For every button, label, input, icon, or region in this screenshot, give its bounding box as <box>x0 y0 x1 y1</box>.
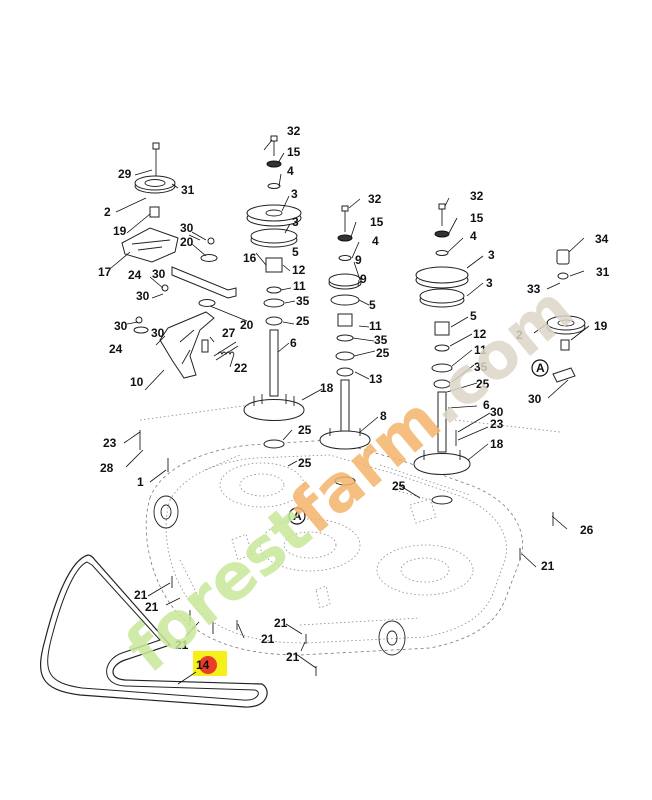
callout-19b: 19 <box>594 319 608 333</box>
callout-3b: 3 <box>292 215 299 229</box>
callout-30e: 30 <box>151 326 165 340</box>
callout-25d: 25 <box>298 456 312 470</box>
callout-15b: 15 <box>370 215 384 229</box>
callout-34: 34 <box>595 232 609 246</box>
callout-18a: 18 <box>320 381 334 395</box>
callout-8: 8 <box>380 409 387 423</box>
callout-11b: 11 <box>369 319 382 333</box>
callout-11c: 11 <box>474 343 487 357</box>
callout-2a: 2 <box>104 205 111 219</box>
callout-9a: 9 <box>355 253 362 267</box>
spindle-center <box>319 205 371 486</box>
callout-6a: 6 <box>290 336 297 350</box>
callout-24a: 24 <box>128 268 142 282</box>
view-marker-a <box>288 359 549 525</box>
callout-21c: 21 <box>145 600 159 614</box>
callout-13: 13 <box>369 372 383 386</box>
callout-12b: 12 <box>473 327 487 341</box>
callout-21b: 21 <box>134 588 148 602</box>
callout-29: 29 <box>118 167 132 181</box>
callout-5b: 5 <box>369 298 376 312</box>
callout-25b: 25 <box>376 346 390 360</box>
deck-wheel-right <box>378 620 406 656</box>
drive-belt <box>39 554 268 708</box>
callout-22: 22 <box>234 361 248 375</box>
callout-25c: 25 <box>298 423 312 437</box>
callout-31a: 31 <box>181 183 195 197</box>
callout-21g: 21 <box>286 650 300 664</box>
callout-26: 26 <box>580 523 594 537</box>
spindle-left <box>243 135 305 449</box>
callout-32a: 32 <box>287 124 301 138</box>
callout-21e: 21 <box>261 632 275 646</box>
callout-20b: 20 <box>240 318 254 332</box>
deck-bolts <box>139 404 561 676</box>
callout-25e: 25 <box>476 377 490 391</box>
leader-lines <box>110 139 590 669</box>
callout-5c: 5 <box>470 309 477 323</box>
callout-27: 27 <box>222 326 236 340</box>
callout-24b: 24 <box>109 342 123 356</box>
callout-3c: 3 <box>488 248 495 262</box>
spindle-right <box>413 203 471 505</box>
callout-3a: 3 <box>291 187 298 201</box>
callout-20a: 20 <box>180 235 194 249</box>
idler-assembly <box>121 142 239 379</box>
mower-deck <box>145 439 523 656</box>
callout-30b: 30 <box>152 267 166 281</box>
callout-21d: 21 <box>175 638 189 652</box>
callout-11a: 11 <box>293 279 306 293</box>
deck-wheel-left <box>153 495 179 529</box>
callout-30d: 30 <box>114 319 128 333</box>
callout-30a: 30 <box>180 221 194 235</box>
callout-16: 16 <box>243 251 257 265</box>
right-pulley-assembly <box>546 249 586 383</box>
callout-9b: 9 <box>360 272 367 286</box>
callout-30c: 30 <box>136 289 150 303</box>
callout-15a: 15 <box>287 145 301 159</box>
callout-28: 28 <box>100 461 114 475</box>
callout-6b: 6 <box>483 398 490 412</box>
callout-25a: 25 <box>296 314 310 328</box>
callout-12a: 12 <box>292 263 306 277</box>
callout-21f: 21 <box>274 616 288 630</box>
callout-35b: 35 <box>374 333 388 347</box>
callout-15c: 15 <box>470 211 484 225</box>
callout-35a: 35 <box>296 294 310 308</box>
callout-4c: 4 <box>470 229 477 243</box>
callout-A2: A <box>293 509 302 523</box>
callout-10: 10 <box>130 375 144 389</box>
callout-32b: 32 <box>368 192 382 206</box>
callout-18b: 18 <box>490 437 504 451</box>
callout-23b: 23 <box>103 436 117 450</box>
callout-A1: A <box>536 361 545 375</box>
callout-4b: 4 <box>372 234 379 248</box>
callout-2b: 2 <box>516 328 523 342</box>
callout-33: 33 <box>527 282 541 296</box>
callout-30g: 30 <box>528 392 542 406</box>
callout-17: 17 <box>98 265 112 279</box>
callout-30f: 30 <box>490 405 504 419</box>
callout-31b: 31 <box>596 265 610 279</box>
highlight-label: 14 <box>196 658 210 672</box>
belt-highlight: 14 <box>177 651 227 685</box>
callout-25f: 25 <box>392 479 406 493</box>
callout-23a: 23 <box>490 417 504 431</box>
callout-1: 1 <box>137 475 144 489</box>
callout-35c: 35 <box>474 360 488 374</box>
callout-19a: 19 <box>113 224 127 238</box>
callout-21a: 21 <box>541 559 555 573</box>
callout-4a: 4 <box>287 164 294 178</box>
callout-32c: 32 <box>470 189 484 203</box>
callout-3d: 3 <box>486 276 493 290</box>
callout-5a: 5 <box>292 245 299 259</box>
